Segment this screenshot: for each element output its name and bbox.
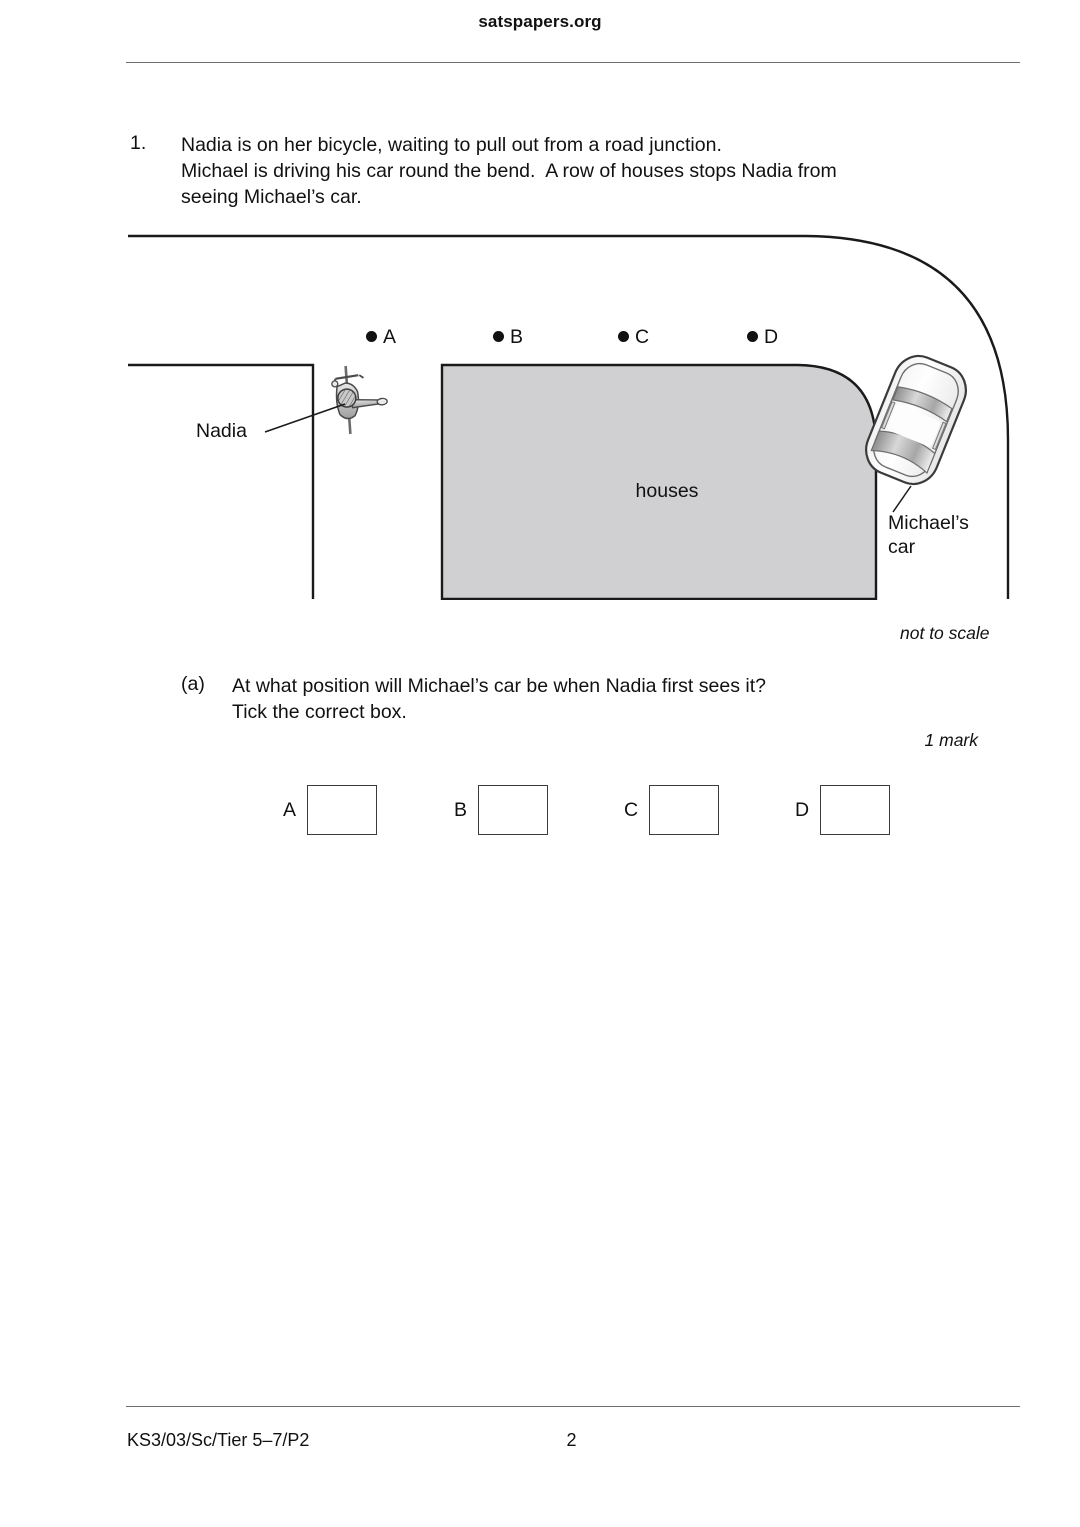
nadia-bicycle-figure — [331, 365, 388, 435]
tick-checkbox-c[interactable] — [649, 785, 720, 835]
michaels-car-label-line2: car — [888, 536, 916, 558]
position-dot-c — [618, 331, 629, 342]
part-a-line-1: At what position will Michael’s car be w… — [232, 675, 766, 697]
houses-label: houses — [636, 480, 699, 502]
road-outer-edge — [128, 234, 1010, 599]
tick-box-row: A B C D — [0, 785, 1080, 837]
footer-paper-code: KS3/03/Sc/Tier 5–7/P2 — [127, 1430, 310, 1450]
position-label-c: C — [635, 326, 650, 348]
car-windscreen — [870, 430, 936, 474]
rider-arm — [351, 399, 382, 409]
car-roof-outline — [873, 362, 959, 478]
position-label-a: A — [383, 326, 397, 348]
position-dot-a — [366, 331, 377, 342]
footer-page-number: 2 — [566, 1430, 577, 1450]
car-rear-window — [892, 386, 953, 423]
site-watermark: satspapers.org — [478, 12, 602, 31]
car-side-window-right — [931, 421, 947, 451]
tick-checkbox-b[interactable] — [478, 785, 549, 835]
part-a-line-2: Tick the correct box. — [232, 701, 407, 723]
handlebar — [335, 374, 359, 380]
side-road-edge — [128, 363, 315, 599]
question-stem-line-3: seeing Michael’s car. — [181, 186, 362, 208]
handlebar-grip-left — [332, 378, 337, 384]
hand-left — [331, 380, 339, 388]
nadia-leader-line — [264, 403, 346, 433]
tick-checkbox-d[interactable] — [820, 785, 891, 835]
tick-option-b[interactable]: B — [454, 785, 549, 835]
car-side-window-left — [880, 401, 896, 430]
tick-option-d-label: D — [795, 799, 810, 821]
car-body-outline — [865, 354, 967, 486]
question-number: 1. — [130, 132, 147, 154]
rider-helmet — [337, 388, 357, 408]
car-roof-panel — [887, 404, 941, 447]
question-stem-line-2: Michael is driving his car round the ben… — [181, 160, 837, 182]
position-label-b: B — [510, 326, 524, 348]
position-dot-d — [747, 331, 758, 342]
michaels-car-leader-line — [892, 485, 912, 513]
tick-option-a-label: A — [283, 799, 297, 821]
tick-option-c-label: C — [624, 799, 639, 821]
marks-note: 1 mark — [924, 730, 978, 750]
footer-rule — [126, 1406, 1020, 1407]
houses-block — [440, 363, 878, 600]
tick-option-b-label: B — [454, 799, 468, 821]
michaels-car-label-line1: Michael’s — [888, 512, 969, 534]
header-rule — [126, 62, 1020, 63]
tick-option-d[interactable]: D — [795, 785, 891, 835]
question-stem: Nadia is on her bicycle, waiting to pull… — [181, 132, 911, 210]
handlebar-grip-right — [358, 374, 364, 379]
bicycle-frame-line — [344, 365, 352, 435]
part-a-text: At what position will Michael’s car be w… — [232, 673, 932, 725]
question-stem-line-1: Nadia is on her bicycle, waiting to pull… — [181, 134, 722, 156]
position-dot-b — [493, 331, 504, 342]
nadia-label: Nadia — [196, 420, 247, 442]
not-to-scale-note: not to scale — [900, 623, 990, 643]
rider-hand-right — [376, 397, 388, 406]
part-a-letter: (a) — [181, 673, 205, 695]
rider-torso — [335, 382, 360, 420]
michaels-car-figure — [865, 354, 967, 486]
tick-option-c[interactable]: C — [624, 785, 720, 835]
position-label-d: D — [764, 326, 779, 348]
tick-checkbox-a[interactable] — [307, 785, 378, 835]
tick-option-a[interactable]: A — [283, 785, 378, 835]
